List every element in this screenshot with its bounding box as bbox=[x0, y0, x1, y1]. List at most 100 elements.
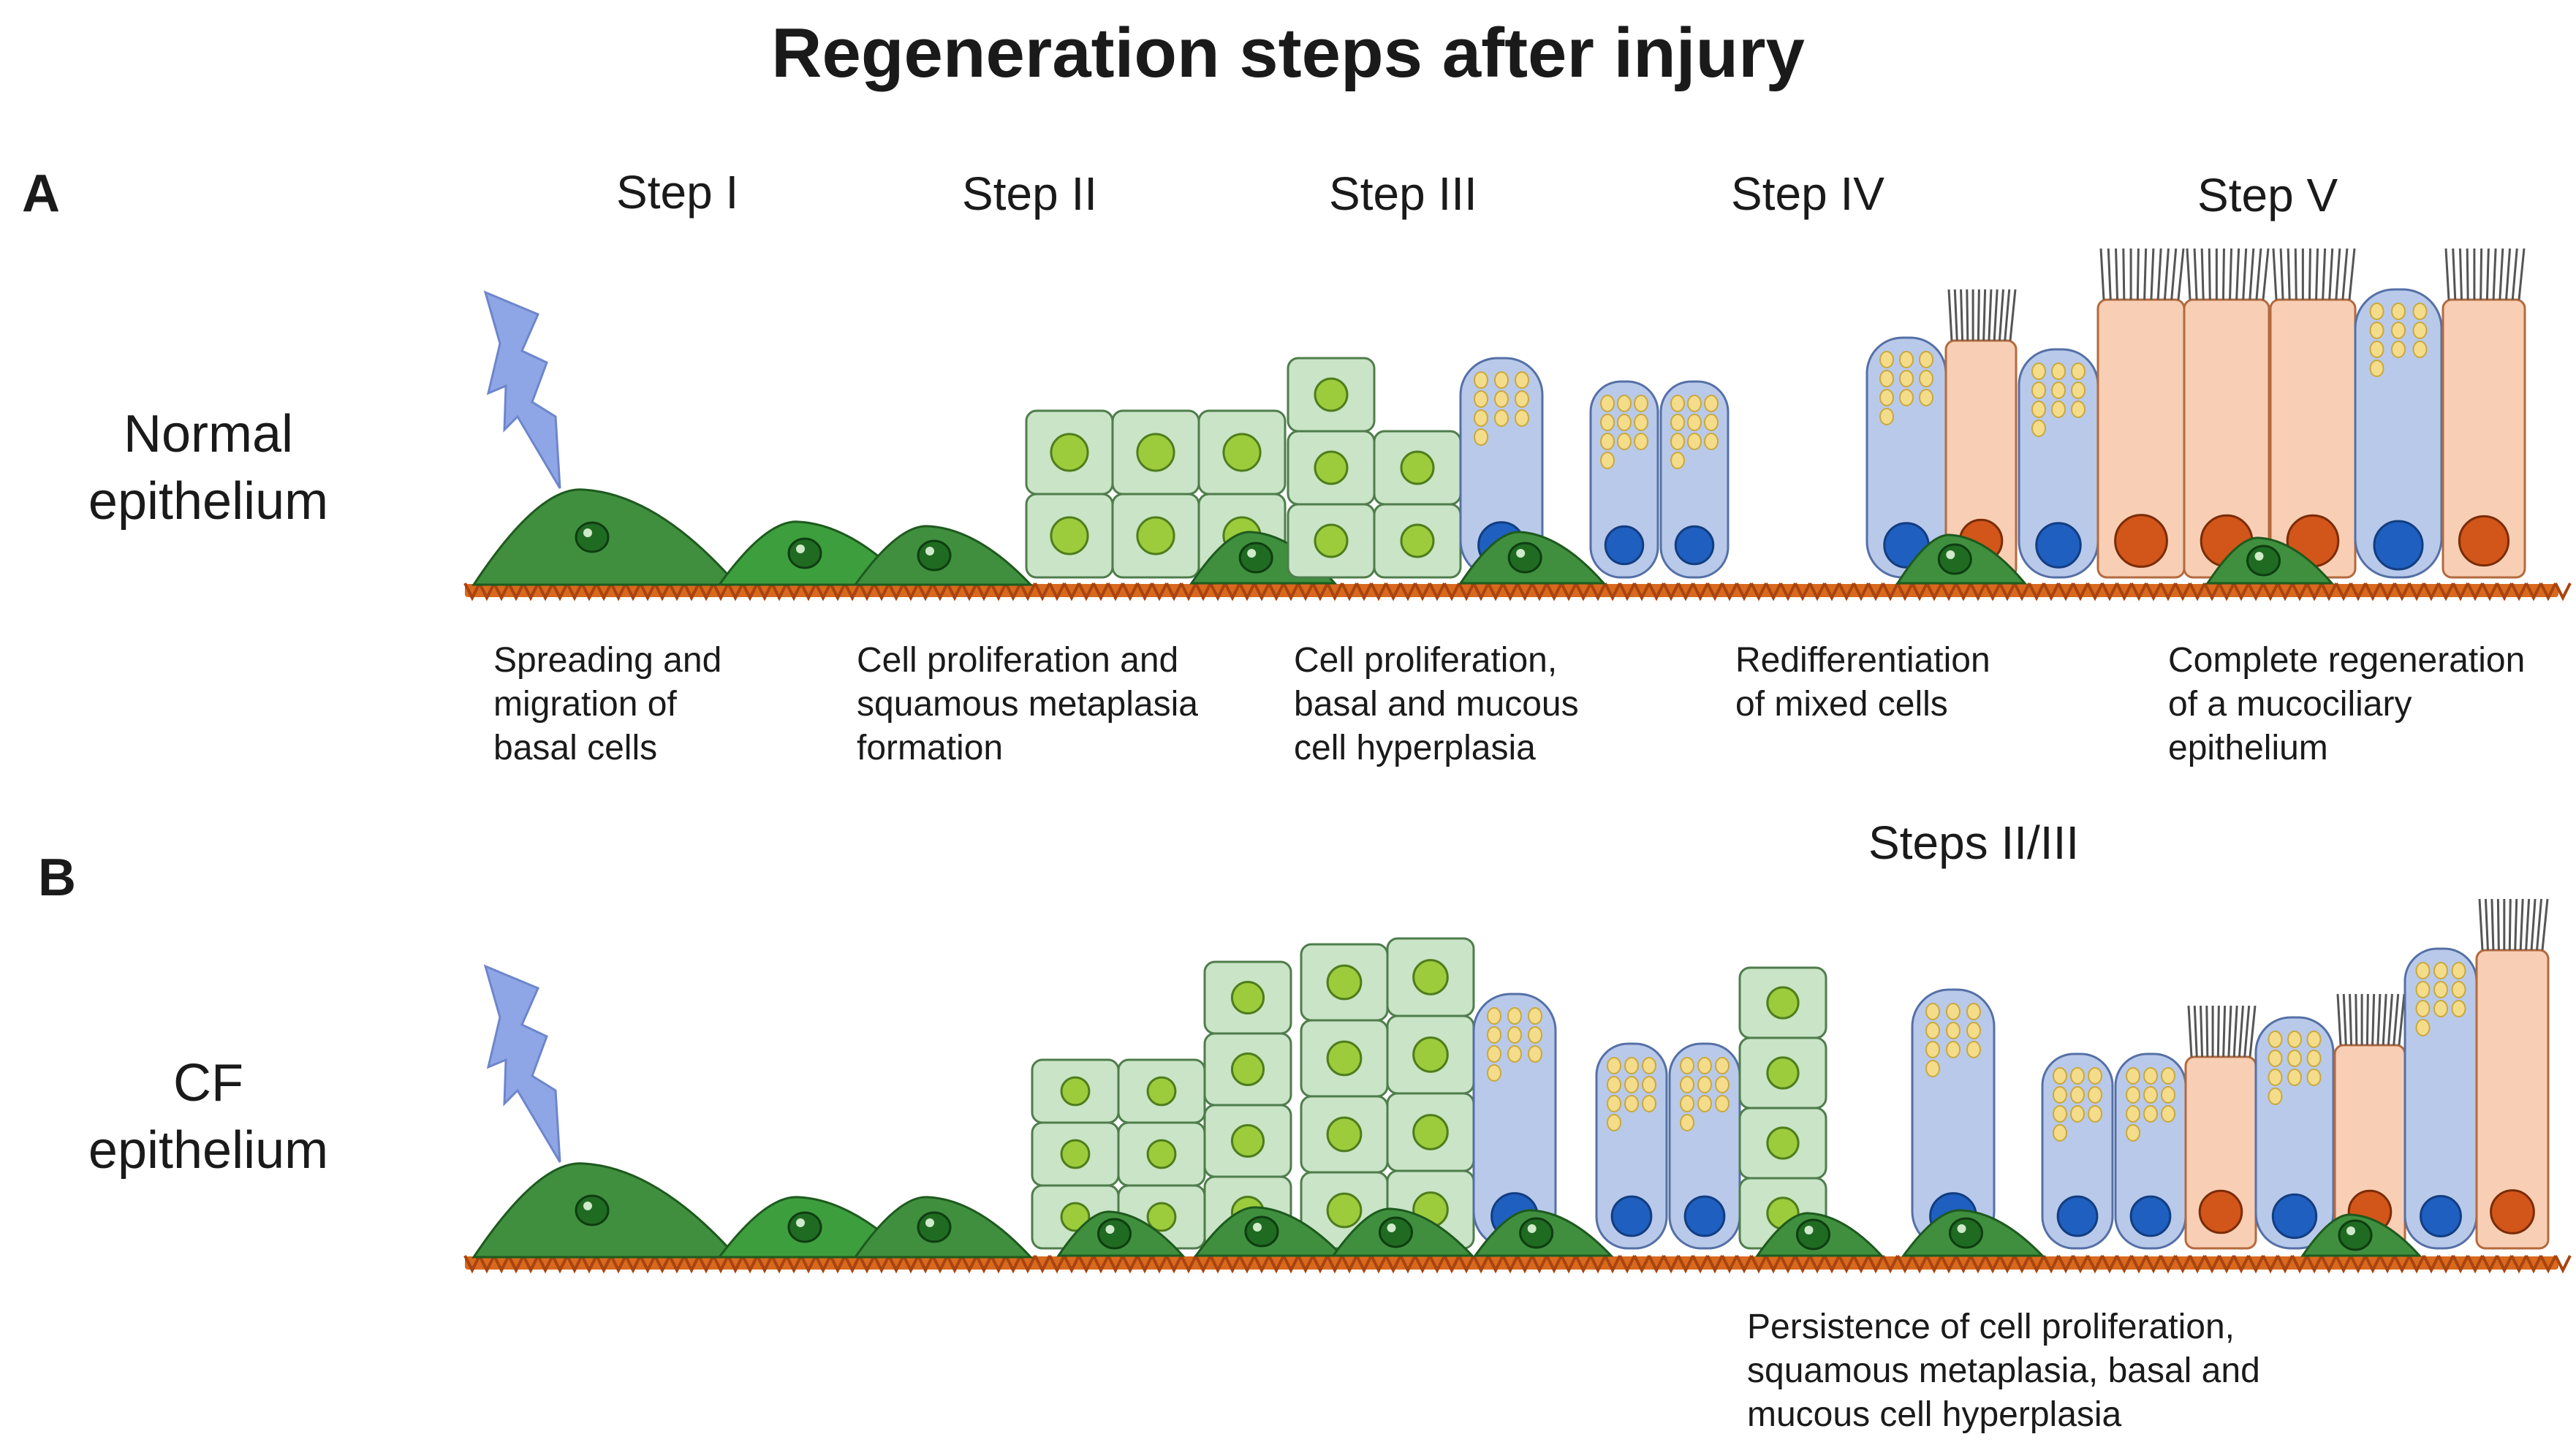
cell-nucleus bbox=[1674, 525, 1715, 566]
mucus-granule bbox=[1600, 433, 1615, 450]
flat-basal-cell bbox=[2300, 1213, 2422, 1257]
squamous-cell bbox=[1203, 1104, 1292, 1178]
mucus-granule bbox=[2306, 1069, 2322, 1086]
flat-basal-cell bbox=[471, 1162, 740, 1259]
mucus-granule bbox=[2088, 1105, 2102, 1123]
nucleolus bbox=[796, 1218, 805, 1227]
ciliated-cell bbox=[2269, 248, 2357, 579]
cilia bbox=[2099, 248, 2185, 300]
flat-basal-cell bbox=[471, 488, 740, 586]
squamous-cell bbox=[1117, 1058, 1206, 1124]
nucleolus bbox=[1527, 1224, 1537, 1233]
cilia bbox=[2187, 1005, 2257, 1058]
mucus-granule bbox=[2088, 1067, 2102, 1085]
step-5-caption: Complete regeneration of a mucociliary e… bbox=[2168, 641, 2526, 767]
cell-nucleus bbox=[2458, 515, 2510, 567]
cell-nucleus bbox=[1796, 1218, 1830, 1251]
cell-nucleus bbox=[1412, 1114, 1449, 1150]
mucus-granule bbox=[1704, 433, 1719, 450]
mucus-granule bbox=[1600, 395, 1615, 412]
squamous-cell bbox=[1287, 430, 1376, 506]
flat-basal-cell bbox=[1473, 1209, 1614, 1257]
mucus-granule bbox=[1680, 1114, 1694, 1131]
membrane-fibers bbox=[463, 1255, 2572, 1274]
mucus-granule bbox=[2031, 420, 2046, 437]
panel-a-label: A bbox=[22, 164, 60, 223]
mucus-granule bbox=[2412, 322, 2428, 339]
mucus-granule bbox=[1715, 1095, 1730, 1112]
squamous-cell bbox=[1738, 966, 1827, 1039]
cell-nucleus bbox=[1146, 1076, 1177, 1107]
cell-nucleus bbox=[2246, 545, 2281, 577]
squamous-cell bbox=[1203, 1032, 1292, 1107]
mucus-granule bbox=[2287, 1069, 2302, 1086]
mucus-granule bbox=[2071, 382, 2086, 399]
mucus-granule bbox=[1899, 389, 1914, 406]
squamous-cell bbox=[1386, 937, 1475, 1017]
ciliated-cell bbox=[2333, 993, 2406, 1250]
cell-nucleus bbox=[1136, 433, 1175, 472]
squamous-cell bbox=[1025, 493, 1114, 579]
mucus-granule bbox=[1607, 1095, 1621, 1112]
mucus-granule bbox=[1528, 1007, 1542, 1025]
mucus-granule bbox=[1634, 414, 1648, 431]
mucus-granule bbox=[1680, 1095, 1694, 1112]
basement-membrane bbox=[463, 1255, 2572, 1274]
cell-nucleus bbox=[1060, 1202, 1091, 1232]
squamous-cell bbox=[1111, 409, 1200, 496]
cilia bbox=[2444, 248, 2526, 300]
cell-nucleus bbox=[1136, 516, 1175, 555]
mucus-granule bbox=[1946, 1022, 1961, 1039]
cell-nucleus bbox=[1519, 1217, 1554, 1249]
ciliated-cell bbox=[2096, 248, 2186, 579]
mucus-granule bbox=[1925, 1003, 1940, 1020]
cell-nucleus bbox=[1766, 986, 1800, 1020]
mucous-cell bbox=[1668, 1042, 1741, 1250]
mucus-granule bbox=[1607, 1114, 1621, 1131]
mucous-cell bbox=[1911, 988, 1996, 1250]
membrane-fibers bbox=[463, 583, 2572, 602]
ciliated-cell-body bbox=[2441, 298, 2526, 579]
flat-basal-cell bbox=[1056, 1210, 1186, 1257]
nucleolus bbox=[1804, 1226, 1814, 1234]
mucous-cell bbox=[2018, 348, 2099, 579]
mucus-granule bbox=[2031, 401, 2046, 418]
mucus-granule bbox=[1617, 433, 1632, 450]
cell-nucleus bbox=[1326, 1040, 1363, 1077]
mucus-granule bbox=[2268, 1069, 2283, 1086]
cell-nucleus bbox=[2114, 514, 2168, 568]
mucus-granule bbox=[2161, 1067, 2175, 1085]
mucus-granule bbox=[2126, 1067, 2140, 1085]
cell-nucleus bbox=[917, 539, 952, 572]
mucus-granule bbox=[2369, 322, 2384, 339]
mucous-cell bbox=[2114, 1052, 2187, 1250]
mucus-granule bbox=[2053, 1105, 2067, 1123]
mucus-granule bbox=[2051, 382, 2066, 399]
mucus-granule bbox=[2412, 303, 2428, 320]
cell-nucleus bbox=[1314, 450, 1349, 485]
nucleolus bbox=[1516, 549, 1526, 558]
squamous-cell bbox=[1373, 430, 1462, 506]
squamous-cell bbox=[1111, 493, 1200, 579]
cell-nucleus bbox=[1604, 525, 1645, 566]
cell-nucleus bbox=[575, 521, 610, 553]
mucus-granule bbox=[1607, 1057, 1621, 1074]
cell-nucleus bbox=[1238, 542, 1273, 574]
mucus-granule bbox=[1507, 1026, 1522, 1044]
mucous-cell bbox=[2403, 947, 2478, 1250]
cilia bbox=[2478, 898, 2549, 951]
mucus-granule bbox=[1680, 1057, 1694, 1074]
mucus-granule bbox=[1697, 1095, 1712, 1112]
mucus-granule bbox=[2391, 322, 2406, 339]
ciliated-cell bbox=[2184, 1005, 2257, 1250]
flat-basal-cell bbox=[1755, 1212, 1884, 1257]
step-3-caption: Cell proliferation, basal and mucous cel… bbox=[1294, 641, 1579, 767]
cell-nucleus bbox=[2373, 520, 2424, 571]
mucus-granule bbox=[1670, 452, 1685, 469]
mucus-granule bbox=[1680, 1076, 1694, 1093]
mucus-granule bbox=[1925, 1022, 1940, 1039]
cell-nucleus bbox=[1766, 1056, 1800, 1090]
mucus-granule bbox=[1494, 390, 1509, 408]
mucus-granule bbox=[2161, 1105, 2175, 1123]
